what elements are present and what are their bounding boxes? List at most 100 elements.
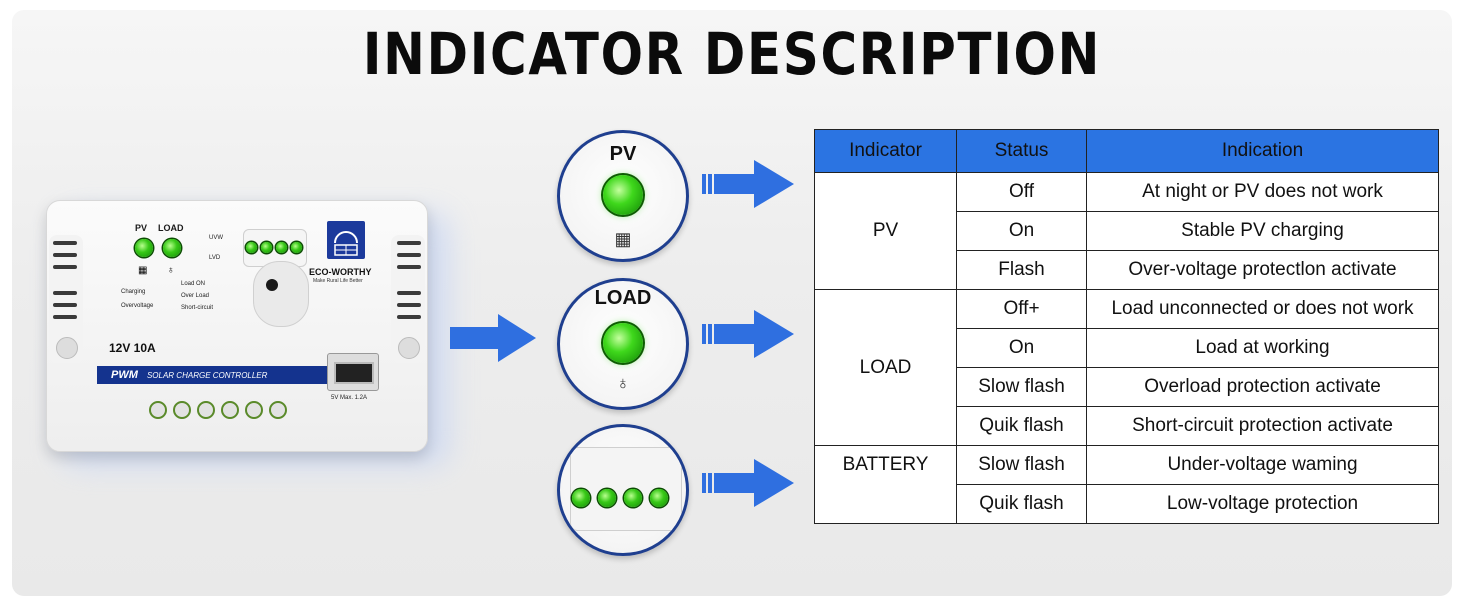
mount-hole xyxy=(398,337,420,359)
indication-cell: Short-circuit protection activate xyxy=(1086,406,1439,446)
strip-text: SOLAR CHARGE CONTROLLER xyxy=(146,371,268,380)
vent-slot xyxy=(53,303,77,307)
indication-cell: Load at working xyxy=(1086,328,1439,368)
status-cell: Quik flash xyxy=(956,484,1087,524)
load-on-label: Load ON xyxy=(181,281,206,287)
usb-spec: 5V Max. 1.2A xyxy=(331,395,368,401)
table-row: PV Off At night or PV does not work xyxy=(814,172,1439,290)
table-row: Quik flash Low-voltage protection xyxy=(815,484,1439,524)
header-indication: Indication xyxy=(1086,129,1439,173)
vent-slot xyxy=(397,253,421,257)
table-row: Quik flash Short-circuit protection acti… xyxy=(815,406,1439,446)
indicator-table: Indicator Status Indication PV Off At ni… xyxy=(814,129,1439,524)
page-title: INDICATOR DESCRIPTION xyxy=(362,20,1102,88)
vent-slot xyxy=(397,291,421,295)
battery-zoom-led-4 xyxy=(650,489,668,507)
solar-charge-controller: PV LOAD ▦ ♁ UVW LVD Charging Overvoltage… xyxy=(46,200,428,452)
indication-cell: Under-voltage waming xyxy=(1086,445,1439,485)
indication-cell: Stable PV charging xyxy=(1086,211,1439,251)
short-circuit-label: Short-circuit xyxy=(181,305,214,311)
rating-text: 12V 10A xyxy=(109,341,156,355)
brand-slogan: Make Rural Life Better xyxy=(313,278,363,284)
pv-zoom-label: PV xyxy=(609,143,637,165)
indication-cell: Over-voltage protectlon activate xyxy=(1086,250,1439,290)
table-row: Slow flash Overload protection activate xyxy=(815,367,1439,407)
brand-name: ECO-WORTHY xyxy=(309,267,372,277)
indicator-cell-load: LOAD xyxy=(814,289,957,446)
pwm-text: PWM xyxy=(111,369,138,381)
table-header-row: Indicator Status Indication xyxy=(814,129,1439,173)
indication-cell: Overload protection activate xyxy=(1086,367,1439,407)
main-arrow-icon xyxy=(450,314,536,362)
vent-slot xyxy=(397,315,421,319)
terminal xyxy=(221,401,239,419)
status-cell: Off+ xyxy=(956,289,1087,329)
left-mount-ear xyxy=(49,235,83,363)
vent-slot xyxy=(53,241,77,245)
status-cell: Off xyxy=(956,172,1087,212)
controller-dial xyxy=(253,261,309,327)
vent-slot xyxy=(397,303,421,307)
pv-arrow-icon xyxy=(702,160,794,208)
solar-panel-icon: ▦ xyxy=(138,265,148,276)
battery-zoom-circle xyxy=(557,424,689,556)
dial-screw xyxy=(266,279,278,291)
usb-socket xyxy=(334,362,374,384)
status-cell: On xyxy=(956,328,1087,368)
load-zoom-circle: LOAD ♁ xyxy=(557,278,689,410)
vent-slot xyxy=(53,315,77,319)
charging-label: Charging xyxy=(121,289,146,295)
lvd-label: LVD xyxy=(209,255,221,261)
indication-cell: At night or PV does not work xyxy=(1086,172,1439,212)
mount-hole xyxy=(56,337,78,359)
table-row: Flash Over-voltage protectlon activate xyxy=(815,250,1439,290)
indication-cell: Low-voltage protection xyxy=(1086,484,1439,524)
status-cell: Slow flash xyxy=(956,367,1087,407)
indicator-cell-pv: PV xyxy=(814,172,957,290)
terminal xyxy=(149,401,167,419)
battery-arrow-icon xyxy=(702,459,794,507)
status-cell: Slow flash xyxy=(956,445,1087,485)
terminal xyxy=(269,401,287,419)
battery-led-4 xyxy=(291,242,302,253)
terminal xyxy=(245,401,263,419)
header-indicator: Indicator xyxy=(814,129,957,173)
solar-panel-icon: ▦ xyxy=(614,229,632,249)
uvw-label: UVW xyxy=(209,235,223,241)
bulb-icon: ♁ xyxy=(167,265,175,276)
vent-slot xyxy=(53,253,77,257)
table-row: LOAD Off+ Load unconnected or does not w… xyxy=(814,289,1439,446)
status-cell: On xyxy=(956,211,1087,251)
battery-led-housing xyxy=(570,447,682,531)
vent-slot xyxy=(397,241,421,245)
battery-led-3 xyxy=(276,242,287,253)
vent-slot xyxy=(53,291,77,295)
battery-zoom-led-2 xyxy=(598,489,616,507)
battery-led-2 xyxy=(261,242,272,253)
battery-zoom-led-1 xyxy=(572,489,590,507)
load-zoom-led xyxy=(603,323,643,363)
indication-cell: Load unconnected or does not work xyxy=(1086,289,1439,329)
overvoltage-label: Overvoltage xyxy=(121,303,154,309)
load-led xyxy=(163,239,181,257)
status-cell: Flash xyxy=(956,250,1087,290)
battery-led-1 xyxy=(246,242,257,253)
pv-led-label: PV xyxy=(135,223,148,233)
vent-slot xyxy=(53,265,77,269)
pv-zoom-circle: PV ▦ xyxy=(557,130,689,262)
vent-slot xyxy=(397,265,421,269)
load-led-label: LOAD xyxy=(158,223,184,233)
right-mount-ear xyxy=(391,235,425,363)
over-load-label: Over Load xyxy=(181,293,210,299)
terminal xyxy=(173,401,191,419)
table-row: BATTERY Slow flash Under-voltage waming xyxy=(814,445,1439,524)
load-zoom-label: LOAD xyxy=(594,287,652,309)
model-strip: PWM SOLAR CHARGE CONTROLLER xyxy=(97,366,327,384)
pv-led xyxy=(135,239,153,257)
indicator-cell-battery: BATTERY xyxy=(814,445,957,524)
eco-worthy-logo xyxy=(327,221,365,259)
terminal xyxy=(197,401,215,419)
usb-port xyxy=(327,353,379,391)
table-row: On Load at working xyxy=(815,328,1439,368)
